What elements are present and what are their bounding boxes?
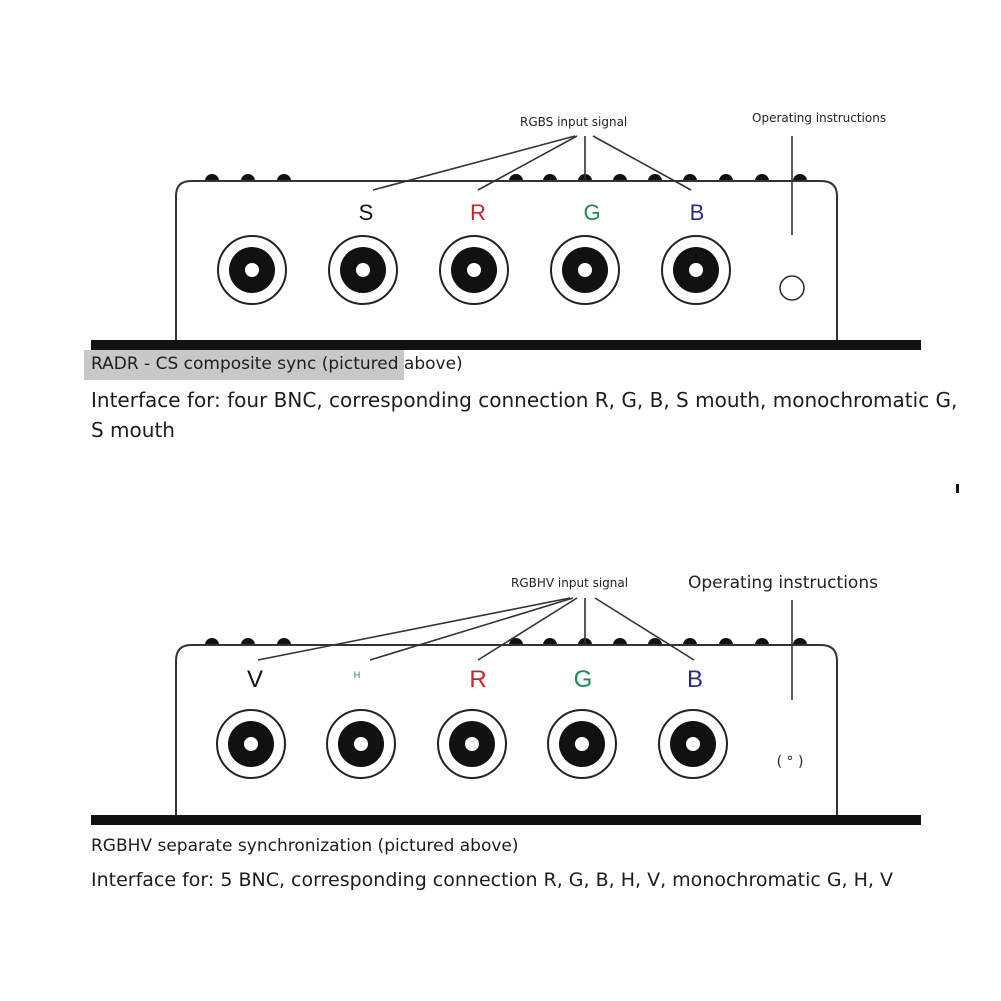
panel-2-bnc-h	[326, 709, 396, 779]
panel-1-bnc-g	[550, 235, 620, 305]
panel-2-label-g: G	[574, 666, 593, 693]
panel-2-bnc-v	[216, 709, 286, 779]
panel-1-label-b: B	[690, 200, 705, 225]
stray-mark	[956, 484, 959, 493]
panel-1-leader-lines	[372, 135, 793, 235]
panel-1-label-g: G	[583, 200, 600, 225]
panel-1-caption-title: RADR - CS composite sync (pictured above…	[91, 354, 463, 374]
panel-2-instructions-callout: Operating instructions	[688, 573, 878, 593]
panel-2-base-bar	[91, 815, 921, 825]
panel-1-label-r: R	[470, 200, 486, 225]
panel-1-bnc-1	[217, 235, 287, 305]
panel-1: RGBS input signal Operating instructions…	[91, 111, 921, 350]
panel-2-label-h: H	[354, 670, 361, 680]
panel-2-label-r: R	[469, 666, 486, 693]
panel-1-caption-body: Interface for: four BNC, corresponding c…	[91, 388, 958, 442]
panel-1-instructions-callout: Operating instructions	[752, 111, 886, 125]
panel-2-indicator-led: ( ° )	[777, 754, 804, 770]
panel-2-label-v: V	[247, 666, 263, 693]
panel-1-bnc-b	[661, 235, 731, 305]
panel-2-bnc-g	[547, 709, 617, 779]
panel-2-bnc-b	[658, 709, 728, 779]
panel-1-signal-callout: RGBS input signal	[520, 115, 627, 129]
panel-2: RGBHV input signal Operating instruction…	[91, 573, 921, 825]
panel-2-caption-title: RGBHV separate synchronization (pictured…	[91, 836, 519, 856]
panel-1-bnc-s	[328, 235, 398, 305]
panel-2-leader-lines	[257, 597, 793, 700]
panel-2-bnc-r	[437, 709, 507, 779]
caption-highlight	[84, 350, 404, 380]
panel-2-signal-callout: RGBHV input signal	[511, 576, 628, 590]
panel-1-bnc-r	[439, 235, 509, 305]
panel-2-caption-body: Interface for: 5 BNC, corresponding conn…	[91, 869, 893, 891]
panel-2-label-b: B	[687, 666, 703, 693]
panel-1-base-bar	[91, 340, 921, 350]
panel-1-indicator-led	[779, 275, 805, 301]
panel-1-label-s: S	[359, 200, 374, 225]
